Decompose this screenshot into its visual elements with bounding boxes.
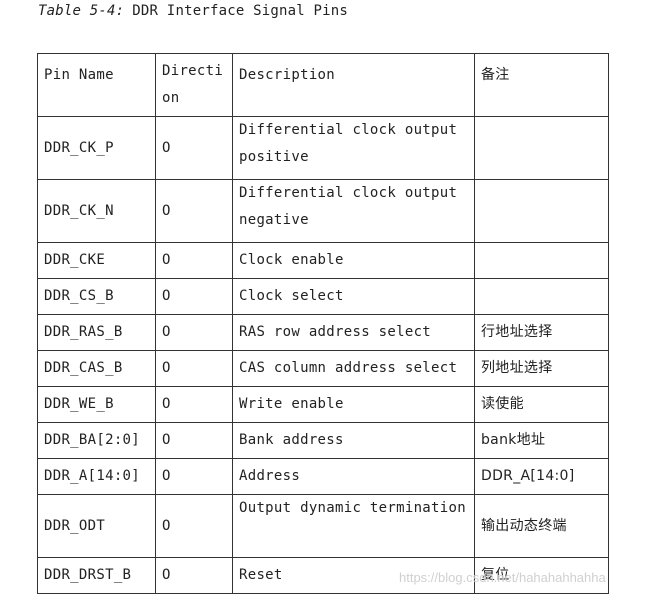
pin-name-cell: DDR_BA[2:0]: [37, 422, 156, 459]
description-cell: Differential clock output positive: [232, 116, 475, 180]
pin-name-cell: DDR_CS_B: [37, 278, 156, 315]
note-cell: 列地址选择: [474, 350, 609, 387]
signal-pins-table: Pin Name Directi on Description 备注 DDR_C…: [37, 53, 609, 594]
direction-cell: O: [155, 494, 233, 558]
note-cell: 读使能: [474, 386, 609, 423]
header-description: Description: [232, 53, 475, 117]
direction-cell: O: [155, 179, 233, 243]
direction-cell: O: [155, 242, 233, 279]
header-note: 备注: [474, 53, 609, 117]
note-cell: [474, 242, 609, 279]
table-caption: Table 5-4: DDR Interface Signal Pins: [38, 3, 348, 19]
direction-cell: O: [155, 314, 233, 351]
note-cell: [474, 116, 609, 180]
description-cell: Clock enable: [232, 242, 475, 279]
direction-cell: O: [155, 458, 233, 495]
table-title: DDR Interface Signal Pins: [132, 3, 349, 19]
pin-name-cell: DDR_CK_P: [37, 116, 156, 180]
description-cell: Bank address: [232, 422, 475, 459]
note-cell: bank地址: [474, 422, 609, 459]
header-direction-text: Directi on: [162, 63, 224, 106]
direction-cell: O: [155, 557, 233, 594]
pin-name-cell: DDR_CK_N: [37, 179, 156, 243]
direction-cell: O: [155, 386, 233, 423]
header-direction: Directi on: [155, 53, 233, 117]
note-cell: [474, 179, 609, 243]
description-cell: Write enable: [232, 386, 475, 423]
table-number: Table 5-4:: [38, 3, 125, 19]
direction-cell: O: [155, 350, 233, 387]
note-cell: 复位: [474, 557, 609, 594]
pin-name-cell: DDR_A[14:0]: [37, 458, 156, 495]
description-cell: RAS row address select: [232, 314, 475, 351]
pin-name-cell: DDR_WE_B: [37, 386, 156, 423]
description-cell: Differential clock output negative: [232, 179, 475, 243]
watermark: https://blog.csdn.net/hahahahhahha: [399, 570, 606, 585]
note-cell: DDR_A[14:0]: [474, 458, 609, 495]
pin-name-cell: DDR_CKE: [37, 242, 156, 279]
direction-cell: O: [155, 422, 233, 459]
description-cell: CAS column address select: [232, 350, 475, 387]
direction-cell: O: [155, 278, 233, 315]
description-cell: Address: [232, 458, 475, 495]
header-pin-name: Pin Name: [37, 53, 156, 117]
description-cell: Output dynamic termination: [232, 494, 475, 558]
pin-name-cell: DDR_ODT: [37, 494, 156, 558]
pin-name-cell: DDR_CAS_B: [37, 350, 156, 387]
note-cell: 输出动态终端: [474, 494, 609, 558]
note-cell: 行地址选择: [474, 314, 609, 351]
pin-name-cell: DDR_RAS_B: [37, 314, 156, 351]
pin-name-cell: DDR_DRST_B: [37, 557, 156, 594]
description-cell: Clock select: [232, 278, 475, 315]
table-header-row: Pin Name Directi on Description 备注: [37, 53, 609, 117]
direction-cell: O: [155, 116, 233, 180]
note-cell: [474, 278, 609, 315]
